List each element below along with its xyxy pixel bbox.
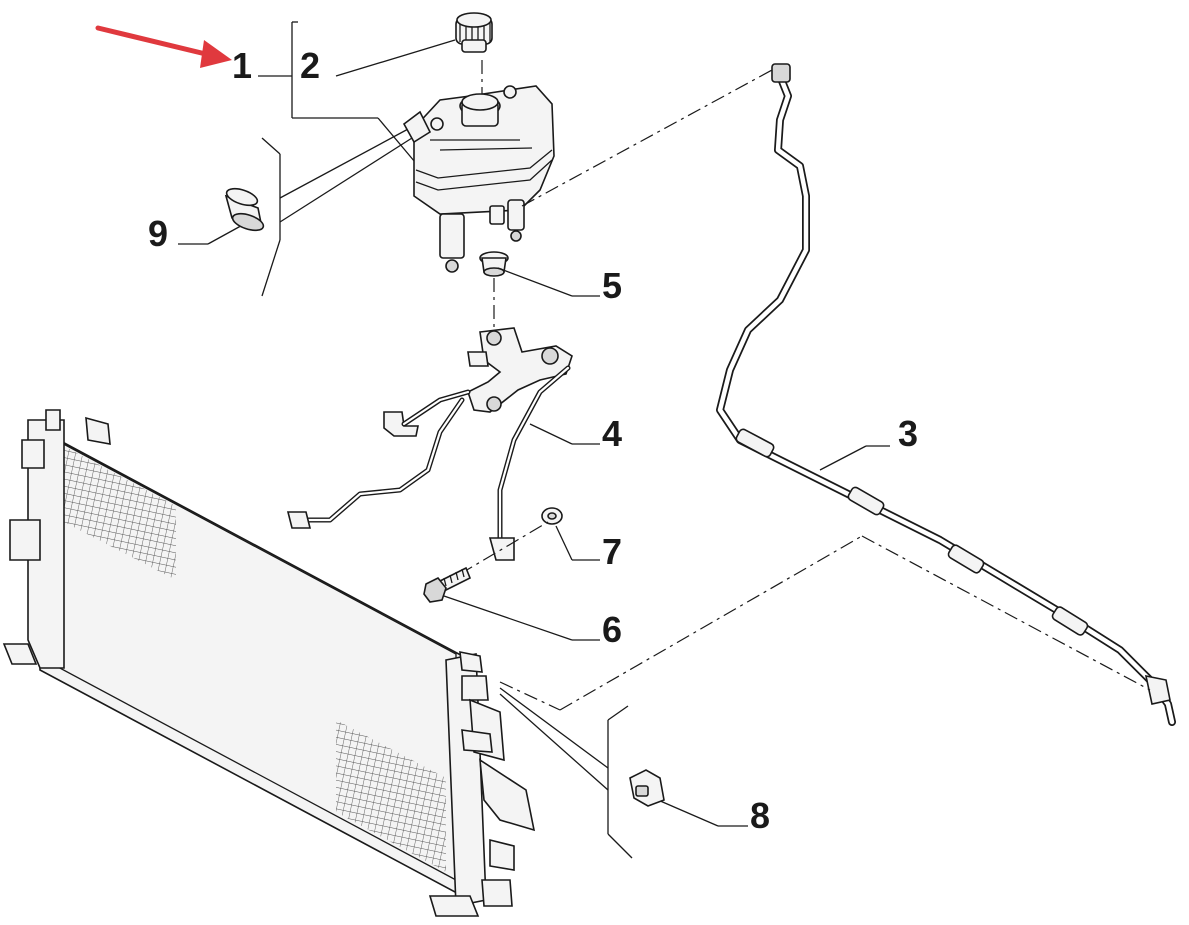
part-5-grommet (479, 251, 509, 277)
callout-bracket-8 (499, 687, 748, 859)
callout-9: 9 (148, 213, 168, 254)
callout-labels: 1 2 3 4 5 6 7 8 9 (148, 45, 918, 836)
callout-6: 6 (602, 609, 622, 650)
callout-7: 7 (602, 531, 622, 572)
part-4-bracket (286, 327, 573, 561)
red-arrow-icon (95, 25, 232, 68)
callout-3: 3 (898, 413, 918, 454)
callout-bracket-9 (178, 127, 413, 297)
radiator (2, 409, 536, 917)
part-8-clip (629, 769, 665, 807)
part-3-hose (716, 63, 1176, 726)
callout-2: 2 (300, 45, 320, 86)
part-6-bolt (423, 566, 472, 603)
callout-bracket-1-2 (258, 21, 456, 169)
callout-1: 1 (232, 45, 252, 86)
part-7-washer (541, 507, 563, 525)
callout-4: 4 (602, 413, 622, 454)
callout-5: 5 (602, 265, 622, 306)
alignment-lines (499, 69, 1151, 711)
part-1-expansion-tank (402, 85, 555, 273)
part-2-cap (455, 12, 493, 53)
callout-8: 8 (750, 795, 770, 836)
part-9-sleeve (224, 187, 265, 232)
